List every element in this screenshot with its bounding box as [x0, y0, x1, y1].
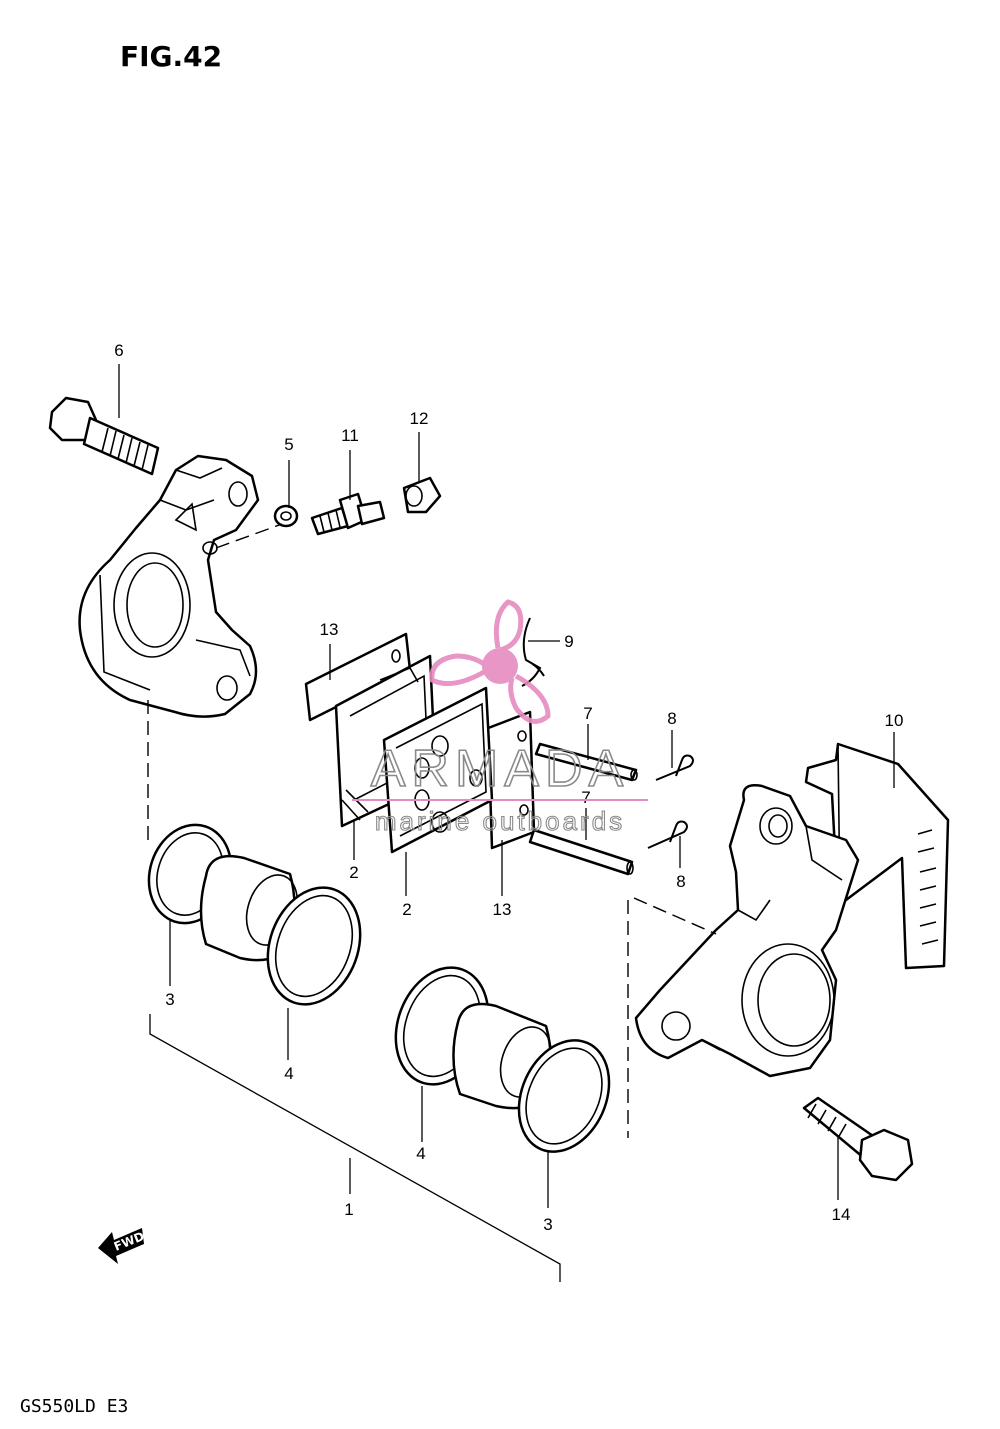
part-5-washer	[273, 504, 299, 528]
part-10-pad-spring	[804, 742, 950, 970]
callout-7-lower: 7	[581, 788, 590, 807]
callout-3-right: 3	[543, 1215, 552, 1234]
part-14-bolt	[802, 1096, 914, 1182]
part-6-bolt	[48, 396, 160, 476]
part-8-clip-upper	[655, 754, 694, 781]
part-7-pin-upper	[534, 742, 638, 782]
callout-leader-lines	[118, 364, 895, 1208]
part-4-piston-seal-left	[266, 886, 362, 1006]
callout-14: 14	[832, 1205, 851, 1224]
callout-8-lower: 8	[676, 872, 685, 891]
callout-4-right: 4	[416, 1144, 425, 1163]
callout-12: 12	[410, 409, 429, 428]
figure-title: FIG.42	[120, 40, 222, 73]
part-8-clip-lower	[647, 820, 688, 849]
callout-2-right: 2	[402, 900, 411, 919]
part-1-assembly-bracket	[149, 1014, 561, 1282]
watermark-logo-hub-icon	[482, 648, 518, 684]
callout-9: 9	[564, 632, 573, 651]
assembly-dashed-lines	[147, 523, 717, 1138]
watermark-tagline: marine outboards	[375, 806, 625, 836]
left-caliper-body	[78, 454, 260, 718]
callout-1: 1	[344, 1200, 353, 1219]
callout-5: 5	[284, 435, 293, 454]
callout-2-left: 2	[349, 863, 358, 882]
watermark-brand: ARMADA	[371, 740, 629, 798]
right-caliper-body	[634, 784, 860, 1078]
callout-7-upper: 7	[583, 704, 592, 723]
model-code: GS550LD E3	[20, 1396, 128, 1417]
callout-8-upper: 8	[667, 709, 676, 728]
part-12-bleeder-cap	[402, 476, 442, 514]
forward-direction-arrow: FWD	[98, 1228, 146, 1264]
part-11-bleeder-valve	[310, 492, 386, 536]
callout-11: 11	[341, 426, 359, 445]
callout-13-upper: 13	[320, 620, 339, 639]
watermark-logo	[429, 599, 551, 724]
part-3-dust-seal-right	[517, 1039, 611, 1153]
callout-6: 6	[114, 341, 123, 360]
part-7-pin-lower	[528, 828, 634, 876]
callout-10: 10	[885, 711, 904, 730]
part-9-spring-clip	[521, 617, 545, 687]
callout-13-lower: 13	[493, 900, 512, 919]
callout-4-left: 4	[284, 1064, 293, 1083]
callout-3-left: 3	[165, 990, 174, 1009]
